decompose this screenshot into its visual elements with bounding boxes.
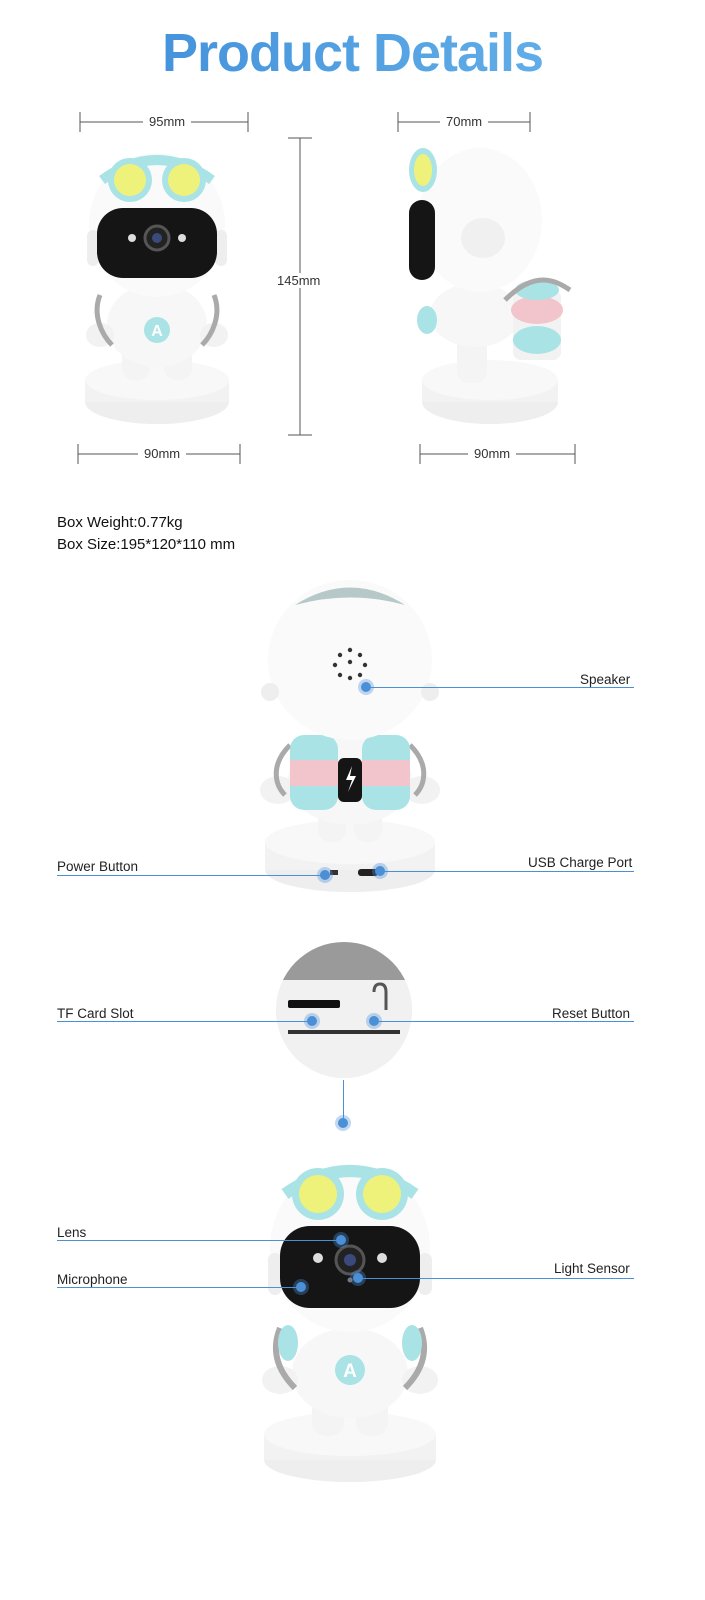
- tf-slot-marker: [307, 1016, 317, 1026]
- svg-text:A: A: [343, 1361, 357, 1382]
- astronaut-back-view-image: [260, 580, 440, 892]
- astronaut-front-view-image: A: [85, 153, 229, 424]
- usb-port-leader-line: [380, 871, 634, 872]
- power-button-label: Power Button: [57, 859, 139, 874]
- usb-charge-port-label: USB Charge Port: [528, 855, 633, 870]
- astronaut-front-large-image: A: [262, 1164, 438, 1482]
- lens-leader-line: [57, 1240, 341, 1241]
- box-size: Box Size:195*120*110 mm: [57, 536, 236, 553]
- reset-marker: [369, 1016, 379, 1026]
- power-button-marker: [320, 870, 330, 880]
- speaker-label: Speaker: [580, 672, 631, 687]
- dim-side-base: 90mm: [468, 446, 517, 461]
- power-button-leader-line: [57, 875, 327, 876]
- dim-front-width: 95mm: [143, 114, 192, 129]
- light-sensor-leader-line: [358, 1278, 634, 1279]
- dim-side-depth: 70mm: [440, 114, 489, 129]
- dim-height: 145mm: [271, 273, 327, 288]
- microphone-marker: [296, 1282, 306, 1292]
- light-sensor-marker: [353, 1273, 363, 1283]
- usb-port-marker: [375, 866, 385, 876]
- dim-front-base: 90mm: [138, 446, 187, 461]
- closeup-connector-marker: [338, 1118, 348, 1128]
- lens-label: Lens: [57, 1225, 87, 1240]
- svg-text:A: A: [151, 323, 163, 340]
- astronaut-side-view-image: [409, 148, 572, 424]
- tf-slot-leader-line: [57, 1021, 311, 1022]
- reset-leader-line: [374, 1021, 634, 1022]
- microphone-label: Microphone: [57, 1272, 128, 1287]
- card-slot-closeup-image: [276, 942, 412, 1078]
- lens-marker: [336, 1235, 346, 1245]
- page-title: Product Details: [0, 22, 705, 84]
- closeup-connector-line: [343, 1080, 344, 1122]
- light-sensor-label: Light Sensor: [554, 1261, 630, 1276]
- speaker-marker: [361, 682, 371, 692]
- tf-card-slot-label: TF Card Slot: [57, 1006, 134, 1021]
- reset-button-label: Reset Button: [552, 1006, 631, 1021]
- speaker-leader-line: [366, 687, 634, 688]
- microphone-leader-line: [57, 1287, 303, 1288]
- box-weight: Box Weight:0.77kg: [57, 514, 183, 531]
